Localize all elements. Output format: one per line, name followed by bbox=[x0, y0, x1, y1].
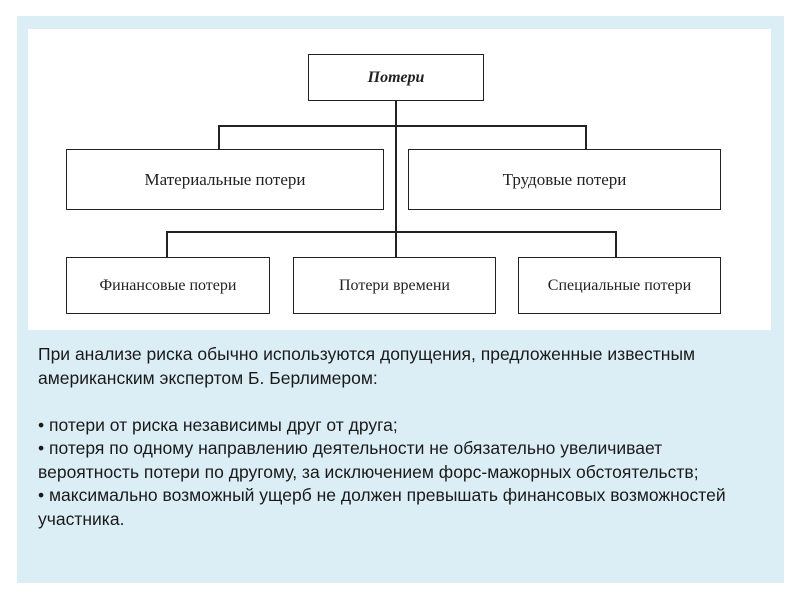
paragraph-gap bbox=[38, 390, 768, 414]
connector-root-down bbox=[395, 101, 397, 257]
node-losses-root: Потери bbox=[308, 54, 484, 101]
connector-level3-left-drop bbox=[166, 231, 168, 257]
connector-level2-bar bbox=[218, 125, 587, 127]
node-financial-losses: Финансовые потери bbox=[66, 257, 270, 314]
connector-level2-left-drop bbox=[218, 125, 220, 149]
assumptions-text: При анализе риска обычно используются до… bbox=[38, 343, 768, 531]
node-labor-losses: Трудовые потери bbox=[408, 149, 721, 210]
connector-level2-right-drop bbox=[585, 125, 587, 149]
connector-level3-bar bbox=[166, 231, 617, 233]
bullet-item: • потери от риска независимы друг от дру… bbox=[38, 414, 398, 435]
bullet-item: • максимально возможный ущерб не должен … bbox=[38, 485, 726, 529]
node-material-losses: Материальные потери bbox=[66, 149, 384, 210]
connector-level3-right-drop bbox=[615, 231, 617, 257]
intro-paragraph: При анализе риска обычно используются до… bbox=[38, 344, 696, 388]
bullet-item: • потеря по одному направлению деятельно… bbox=[38, 438, 699, 482]
node-time-losses: Потери времени bbox=[293, 257, 496, 314]
node-special-losses: Специальные потери bbox=[518, 257, 721, 314]
